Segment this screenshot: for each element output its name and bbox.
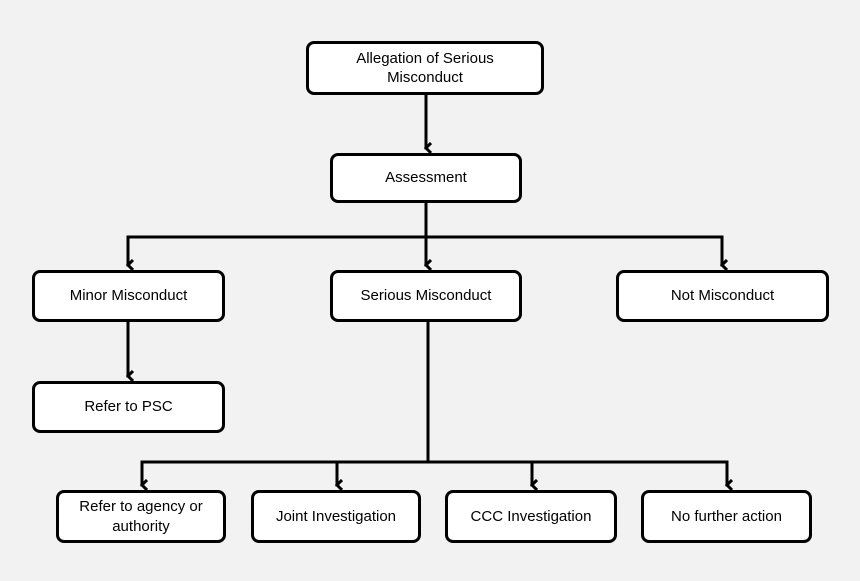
node-refer-to-agency-or-authority: Refer to agency or authority (56, 490, 226, 543)
node-label: Refer to PSC (84, 398, 173, 416)
node-label: Refer to agency or authority (79, 498, 203, 535)
node-label: Assessment (385, 169, 467, 187)
node-not-misconduct: Not Misconduct (616, 270, 829, 322)
node-label: Minor Misconduct (69, 287, 188, 305)
node-serious-misconduct: Serious Misconduct (330, 270, 522, 322)
node-no-further-action: No further action (641, 490, 812, 543)
node-ccc-investigation: CCC Investigation (445, 490, 617, 543)
node-label: Allegation of Serious Misconduct (356, 49, 494, 87)
node-minor-misconduct: Minor Misconduct (32, 270, 225, 322)
node-refer-to-psc: Refer to PSC (32, 381, 225, 433)
node-label: No further action (671, 507, 782, 525)
node-allegation-of-serious-misconduct: Allegation of Serious Misconduct (306, 41, 544, 95)
node-label: Serious Misconduct (360, 287, 492, 305)
node-label: Not Misconduct (670, 287, 775, 305)
node-label: Joint Investigation (275, 507, 397, 525)
node-assessment: Assessment (330, 153, 522, 203)
node-label: CCC Investigation (470, 507, 592, 525)
node-joint-investigation: Joint Investigation (251, 490, 421, 543)
